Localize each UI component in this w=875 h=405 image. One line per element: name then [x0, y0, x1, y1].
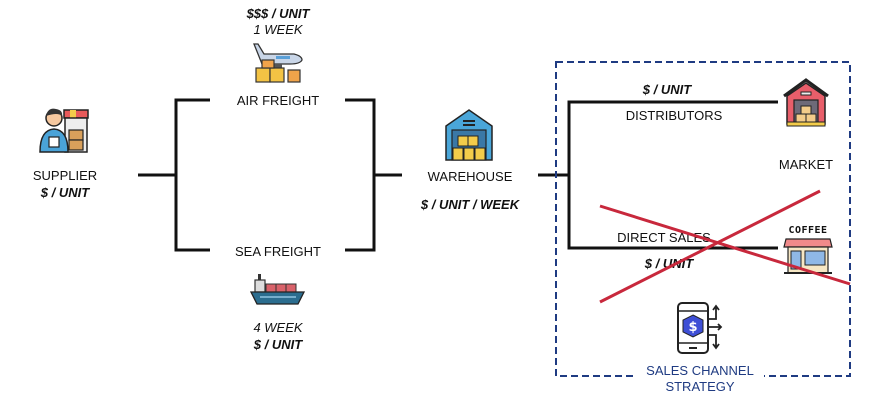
sales-channel-title-line2: STRATEGY — [665, 379, 735, 394]
channel-bracket — [567, 100, 778, 250]
warehouse-cost: $ / UNIT / WEEK — [420, 197, 520, 212]
coffee-shop-sign: COFFEE — [788, 225, 828, 236]
distributors-label: DISTRIBUTORS — [625, 108, 723, 123]
svg-text:$: $ — [688, 320, 697, 335]
sea-freight-time: 4 WEEK — [253, 320, 303, 335]
distributors-cost: $ / UNIT — [642, 82, 692, 97]
coffee-shop-icon: COFFEE — [782, 225, 834, 275]
supplier-cost: $ / UNIT — [40, 185, 90, 200]
cargo-ship-icon — [249, 272, 306, 306]
freight-split-bracket — [174, 98, 210, 252]
sea-freight-label: SEA FREIGHT — [235, 244, 321, 259]
air-freight-time: 1 WEEK — [253, 22, 303, 37]
market-warehouse-icon — [782, 78, 830, 128]
warehouse-label: WAREHOUSE — [427, 169, 513, 184]
cross-line-2 — [599, 189, 821, 304]
supplier-icon — [36, 104, 92, 160]
airplane-cargo-icon — [250, 40, 306, 84]
mobile-dollar-icon: $ — [676, 301, 724, 355]
air-freight-cost: $$$ / UNIT — [246, 6, 310, 21]
sea-freight-cost: $ / UNIT — [253, 337, 303, 352]
cross-line-1 — [599, 204, 851, 286]
warehouse-icon — [444, 108, 494, 162]
market-label: MARKET — [778, 157, 834, 172]
supplier-label: SUPPLIER — [32, 168, 98, 183]
sales-channel-title-line1: SALES CHANNEL — [636, 363, 764, 378]
air-freight-label: AIR FREIGHT — [236, 93, 320, 108]
